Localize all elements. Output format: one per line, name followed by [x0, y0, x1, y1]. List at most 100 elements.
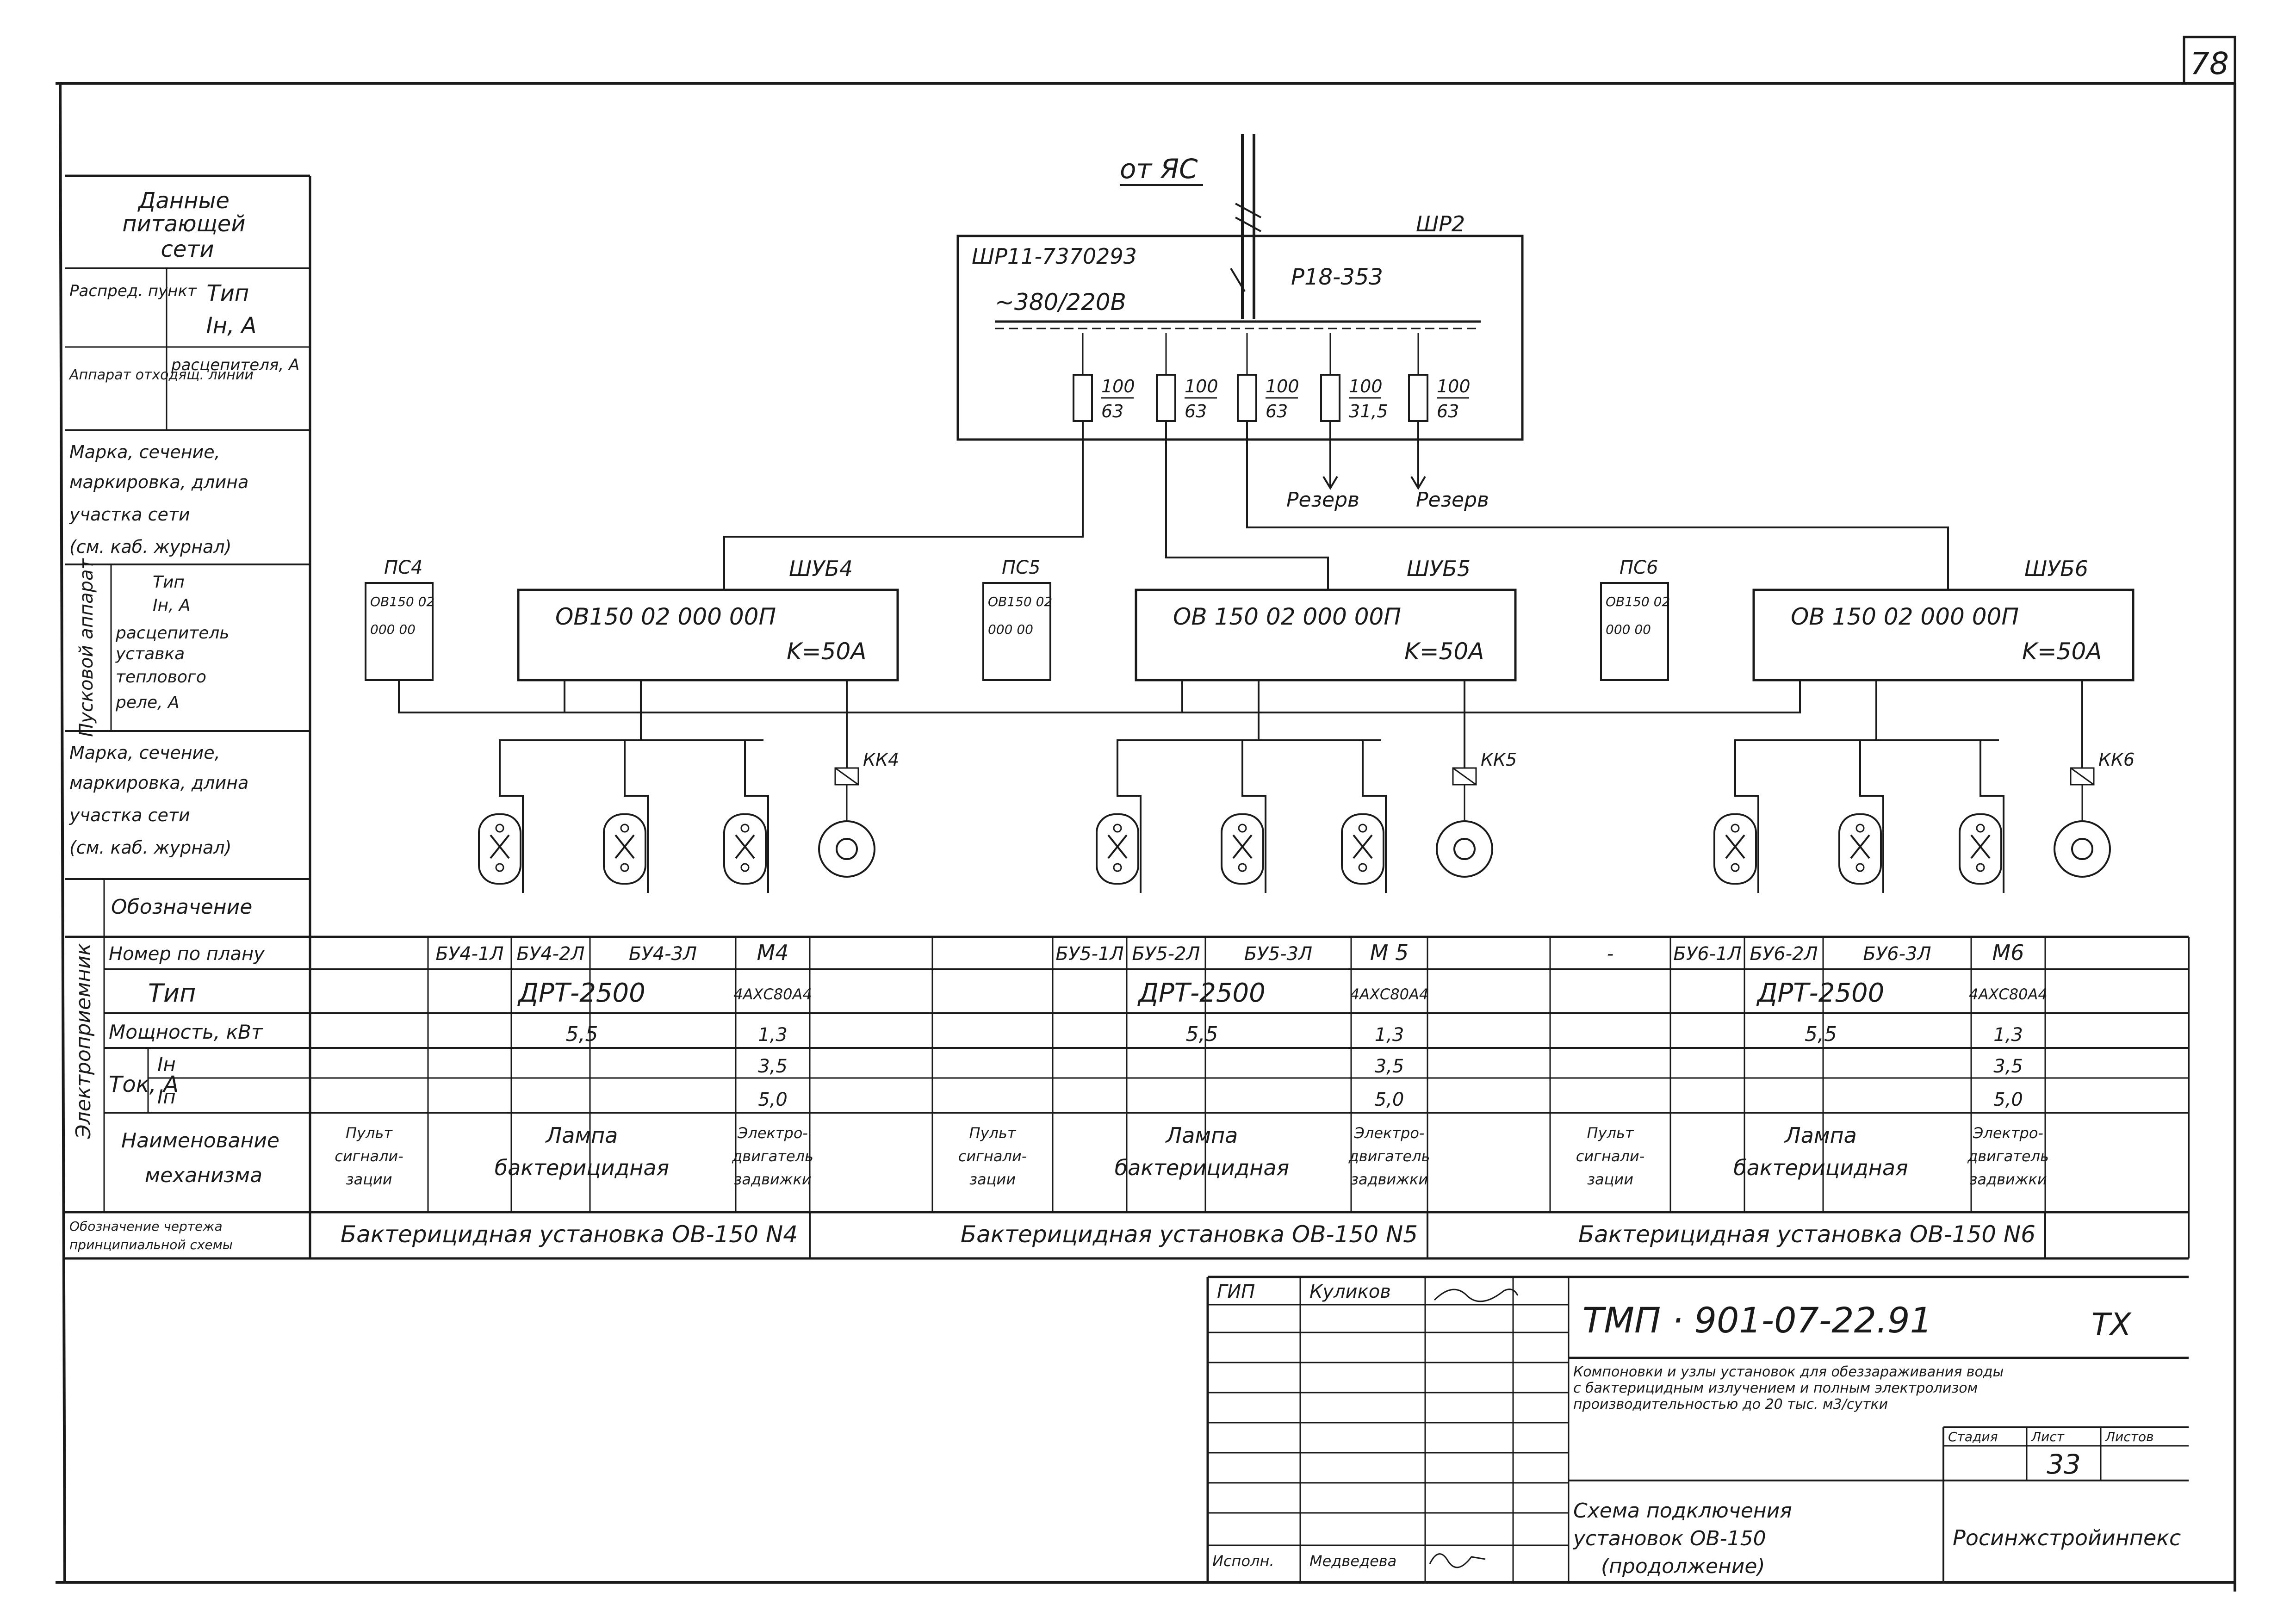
lamp-type: ДРТ-2500	[1756, 978, 1884, 1008]
control-box-type: ОВ150 02 000 00П	[555, 603, 776, 630]
main-switch-label: Р18-353	[1291, 264, 1383, 290]
lamp-mech-name: Лампа	[1784, 1123, 1857, 1148]
lamp-bus	[499, 680, 642, 787]
control-panel[interactable]	[982, 582, 1051, 681]
plan-number-motor: М 5	[1370, 940, 1409, 965]
control-panel-label: ПС4	[384, 557, 422, 578]
left-info-panel	[65, 174, 311, 1258]
fuse-1	[1073, 374, 1093, 422]
plan-number-label: Номер по плану	[109, 943, 265, 965]
motor-symbol-inner	[1453, 838, 1476, 860]
panel-mech-name: сигнали-	[335, 1147, 403, 1165]
cable-section-label-1: Марка, сечение, маркировка, длина участк…	[69, 442, 254, 557]
document-suffix: ТХ	[2091, 1307, 2132, 1342]
control-panel[interactable]	[1600, 582, 1669, 681]
ispoln-label: Исполн.	[1212, 1552, 1274, 1570]
fuse-rating-top: 100	[1437, 376, 1471, 396]
motor-power: 1,3	[1375, 1024, 1404, 1046]
panel-mech-name: Пульт	[346, 1124, 393, 1142]
panel-mech-name: зации	[1587, 1171, 1633, 1188]
installation-drawing-ref: Бактерицидная установка ОВ-150 N4	[341, 1221, 798, 1248]
control-panel-code: 000 00	[988, 622, 1033, 637]
sheets-label: Листов	[2105, 1429, 2154, 1444]
lamp-mech-name: бактерицидная	[1733, 1155, 1908, 1180]
motor-current-start: 5,0	[758, 1089, 788, 1110]
motor-mech-name: задвижки	[1351, 1171, 1428, 1188]
control-box[interactable]	[1752, 588, 2135, 681]
motor-type: 4АХС80А4	[1969, 985, 2047, 1003]
lamp-power: 5,5	[1186, 1022, 1218, 1046]
starter-vertical-label: Пусковой аппарат	[76, 558, 97, 737]
organization: Росинжстройинпекс	[1953, 1525, 2181, 1550]
fuse-rating-top: 100	[1101, 376, 1135, 396]
control-box-current: K=50A	[2022, 638, 2102, 665]
uv-lamp-3	[723, 740, 769, 893]
distribution-cabinet[interactable]	[956, 235, 1524, 441]
control-panel-code: ОВ150 02	[370, 594, 434, 609]
gip-label: ГИП	[1217, 1281, 1255, 1302]
project-name: Компоновки и узлы установок для обеззара…	[1573, 1364, 2008, 1412]
consumer-table	[65, 935, 2190, 1260]
limit-switch	[2070, 767, 2094, 786]
cabinet-id-label: ШР2	[1416, 211, 1465, 236]
control-box[interactable]	[517, 588, 899, 681]
fuse-4	[1320, 374, 1340, 422]
control-box[interactable]	[1135, 588, 1517, 681]
lamp-type: ДРТ-2500	[1137, 978, 1265, 1008]
fuse-rating-top: 100	[1185, 376, 1218, 396]
fuse-5	[1408, 374, 1428, 422]
lamp-mech-name: бактерицидная	[1115, 1155, 1289, 1180]
control-box-label: ШУБ5	[1407, 556, 1471, 581]
fuse-rating-bottom: 63	[1185, 401, 1207, 421]
outgoing-label: Аппарат отходящ. линии	[68, 367, 254, 383]
plan-number-lamp: БУ4-2Л	[516, 943, 584, 965]
motor-symbol	[1436, 820, 1493, 878]
lamp-mech-name: Лампа	[545, 1123, 618, 1148]
consumer-vertical-label: Электроприемник	[72, 943, 95, 1139]
motor-mech-name: Электро-	[1354, 1124, 1425, 1142]
lamp-type: ДРТ-2500	[517, 978, 645, 1008]
fuse-rating-bottom: 63	[1437, 401, 1459, 421]
gip-signature	[1433, 1288, 1519, 1302]
feeder-lines	[723, 421, 1949, 590]
sheet-value: 33	[2047, 1449, 2081, 1480]
uv-lamp-1	[1096, 787, 1142, 893]
uv-lamp-1	[478, 787, 524, 893]
panel-link	[398, 680, 565, 713]
sheet-number: 78	[2190, 46, 2229, 81]
limit-switch-label: КК6	[2098, 750, 2135, 770]
installation-drawing-ref: Бактерицидная установка ОВ-150 N6	[1578, 1221, 2035, 1248]
motor-current-nominal: 3,5	[758, 1056, 788, 1077]
type-in-label: Тип Iн, А	[206, 280, 257, 339]
designation-label: Обозначение	[111, 895, 252, 919]
type-label: Тип	[148, 979, 196, 1008]
panel-mech-name: Пульт	[969, 1124, 1017, 1142]
panel-mech-name: сигнали-	[1576, 1147, 1645, 1165]
fuse-rating-bottom: 31,5	[1349, 401, 1388, 421]
limit-switch	[1452, 767, 1477, 786]
cabinet-type: ШР11-7370293	[972, 244, 1137, 269]
from-yas-label: от ЯС	[1120, 153, 1198, 185]
motor-power: 1,3	[758, 1024, 788, 1046]
panel-mech-name: сигнали-	[958, 1147, 1027, 1165]
motor-current-nominal: 3,5	[1375, 1056, 1404, 1077]
panel-link	[398, 680, 1183, 713]
lamp-power: 5,5	[1805, 1022, 1837, 1046]
motor-symbol	[818, 820, 875, 878]
motor-mech-name: двигатель	[732, 1147, 813, 1165]
control-panel-label: ПС5	[1002, 557, 1040, 578]
drawing-frame	[56, 36, 2236, 1592]
control-box-label: ШУБ4	[789, 556, 853, 581]
lamp-mech-name: бактерицидная	[495, 1155, 669, 1180]
motor-type: 4АХС80А4	[733, 985, 812, 1003]
i-nom-label: Iн	[157, 1053, 176, 1076]
control-panel-code: ОВ150 02	[988, 594, 1052, 609]
plan-number-lamp: БУ4-3Л	[629, 943, 697, 965]
uv-lamp-2	[1838, 740, 1884, 893]
reserve-label-1: Резерв	[1286, 488, 1359, 512]
